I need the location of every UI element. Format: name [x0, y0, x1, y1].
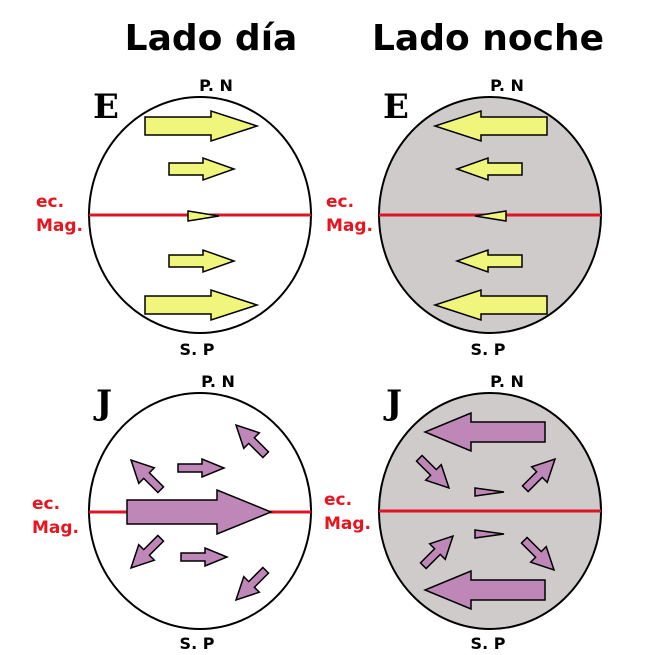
- north-pole-label: P. N: [490, 76, 524, 95]
- magnetic-equator-label-line2: Mag.: [36, 216, 83, 236]
- magnetic-equator-label-line2: Mag.: [326, 216, 373, 236]
- panel-letter: J: [93, 383, 112, 423]
- south-pole-label: S. P: [180, 340, 215, 359]
- panel-letter: E: [93, 87, 119, 127]
- magnetic-equator-label-line2: Mag.: [324, 514, 371, 534]
- panel-e-day: E P. N S. P ec. Mag.: [36, 76, 312, 359]
- magnetic-equator-label-line1: ec.: [326, 192, 354, 212]
- panel-e-night: E P. N S. P ec. Mag.: [326, 76, 602, 359]
- south-pole-label: S. P: [471, 634, 506, 653]
- north-pole-label: P. N: [199, 76, 233, 95]
- title-night-side: Lado noche: [372, 18, 604, 59]
- panel-letter: E: [383, 87, 409, 127]
- north-pole-label: P. N: [490, 372, 524, 391]
- panel-j-night: J P. N S. P ec. Mag.: [324, 372, 602, 653]
- magnetic-equator-label-line1: ec.: [36, 192, 64, 212]
- panel-j-day: J P. N S. P ec. Mag.: [32, 372, 312, 653]
- south-pole-label: S. P: [471, 340, 506, 359]
- north-pole-label: P. N: [201, 372, 235, 391]
- panel-letter: J: [383, 383, 402, 423]
- magnetic-equator-label-line1: ec.: [324, 490, 352, 510]
- title-day-side: Lado día: [125, 18, 298, 59]
- magnetic-equator-label-line1: ec.: [32, 494, 60, 514]
- magnetic-equator-label-line2: Mag.: [32, 518, 79, 538]
- south-pole-label: S. P: [180, 634, 215, 653]
